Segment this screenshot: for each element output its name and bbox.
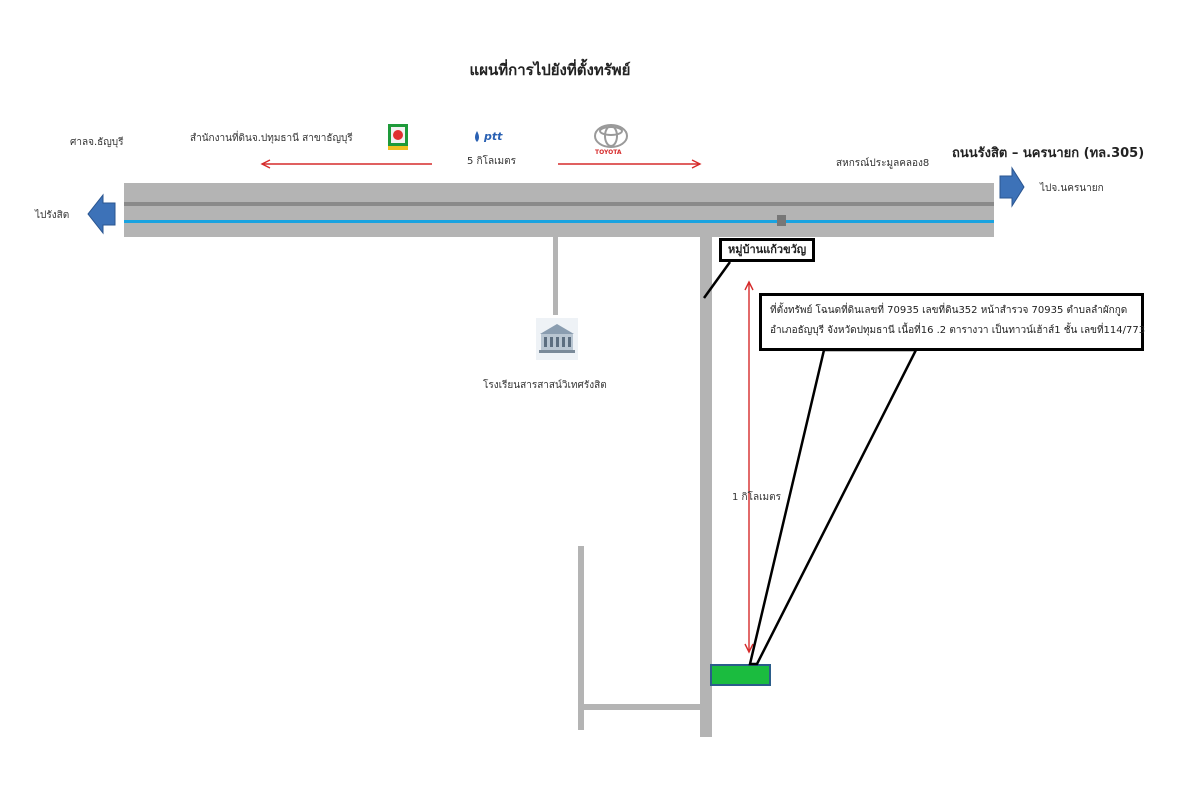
distance-soi-label: 1 กิโลเมตร [732,492,781,503]
toyota-logo-icon [594,124,628,148]
soi-road [700,237,712,737]
main-road-divider [124,202,994,206]
distance-main-label: 5 กิโลเมตร [467,156,516,167]
distance-arrow-right [558,159,702,169]
arrow-to-rangsit-icon [87,193,116,235]
ptt-logo-icon [475,131,479,142]
property-callout: ที่ตั้งทรัพย์ โฉนดที่ดินเลขที่ 70935 เลข… [759,293,1146,351]
school-road [553,237,558,315]
road-name-label: ถนนรังสิต – นครนายก (ทล.305) [952,146,1145,161]
court-label: ศาลจ.ธัญบุรี [70,137,124,148]
distance-arrow-left [260,159,432,169]
distance-arrow-vertical [744,280,754,654]
to-nakhon-nayok-label: ไปจ.นครนายก [1040,183,1104,194]
bridge-marker [777,215,786,226]
callout-pointer [748,348,919,666]
village-pointer [702,261,732,299]
village-label-box: หมู่บ้านแก้วขวัญ [719,238,816,262]
coop-label: สหกรณ์ประมูลคลอง8 [836,158,930,169]
canal-line [124,220,994,223]
map-title: แผนที่การไปยังที่ตั้งทรัพย์ [469,61,631,79]
school-label: โรงเรียนสารสาสน์วิเทศรังสิต [483,380,607,391]
to-rangsit-label: ไปรังสิต [35,210,70,221]
ptt-logo-text: ptt [484,130,503,143]
store-logo-icon [388,124,408,150]
village-label: หมู่บ้านแก้วขวัญ [728,243,807,256]
property-marker [710,664,771,686]
school-building-icon [536,318,578,360]
branch-road-left [578,546,584,730]
main-road [124,183,994,237]
arrow-to-nakhon-nayok-icon [999,166,1025,208]
land-office-label: สำนักงานที่ดินจ.ปทุมธานี สาขาธัญบุรี [190,133,353,144]
branch-road-bottom [578,704,702,710]
toyota-logo-text: TOYOTA [595,149,622,156]
callout-line-2: อำเภอธัญบุรี จังหวัดปทุมธานี เนื้อที่16 … [770,325,1146,336]
callout-line-1: ที่ตั้งทรัพย์ โฉนดที่ดินเลขที่ 70935 เลข… [770,305,1128,316]
